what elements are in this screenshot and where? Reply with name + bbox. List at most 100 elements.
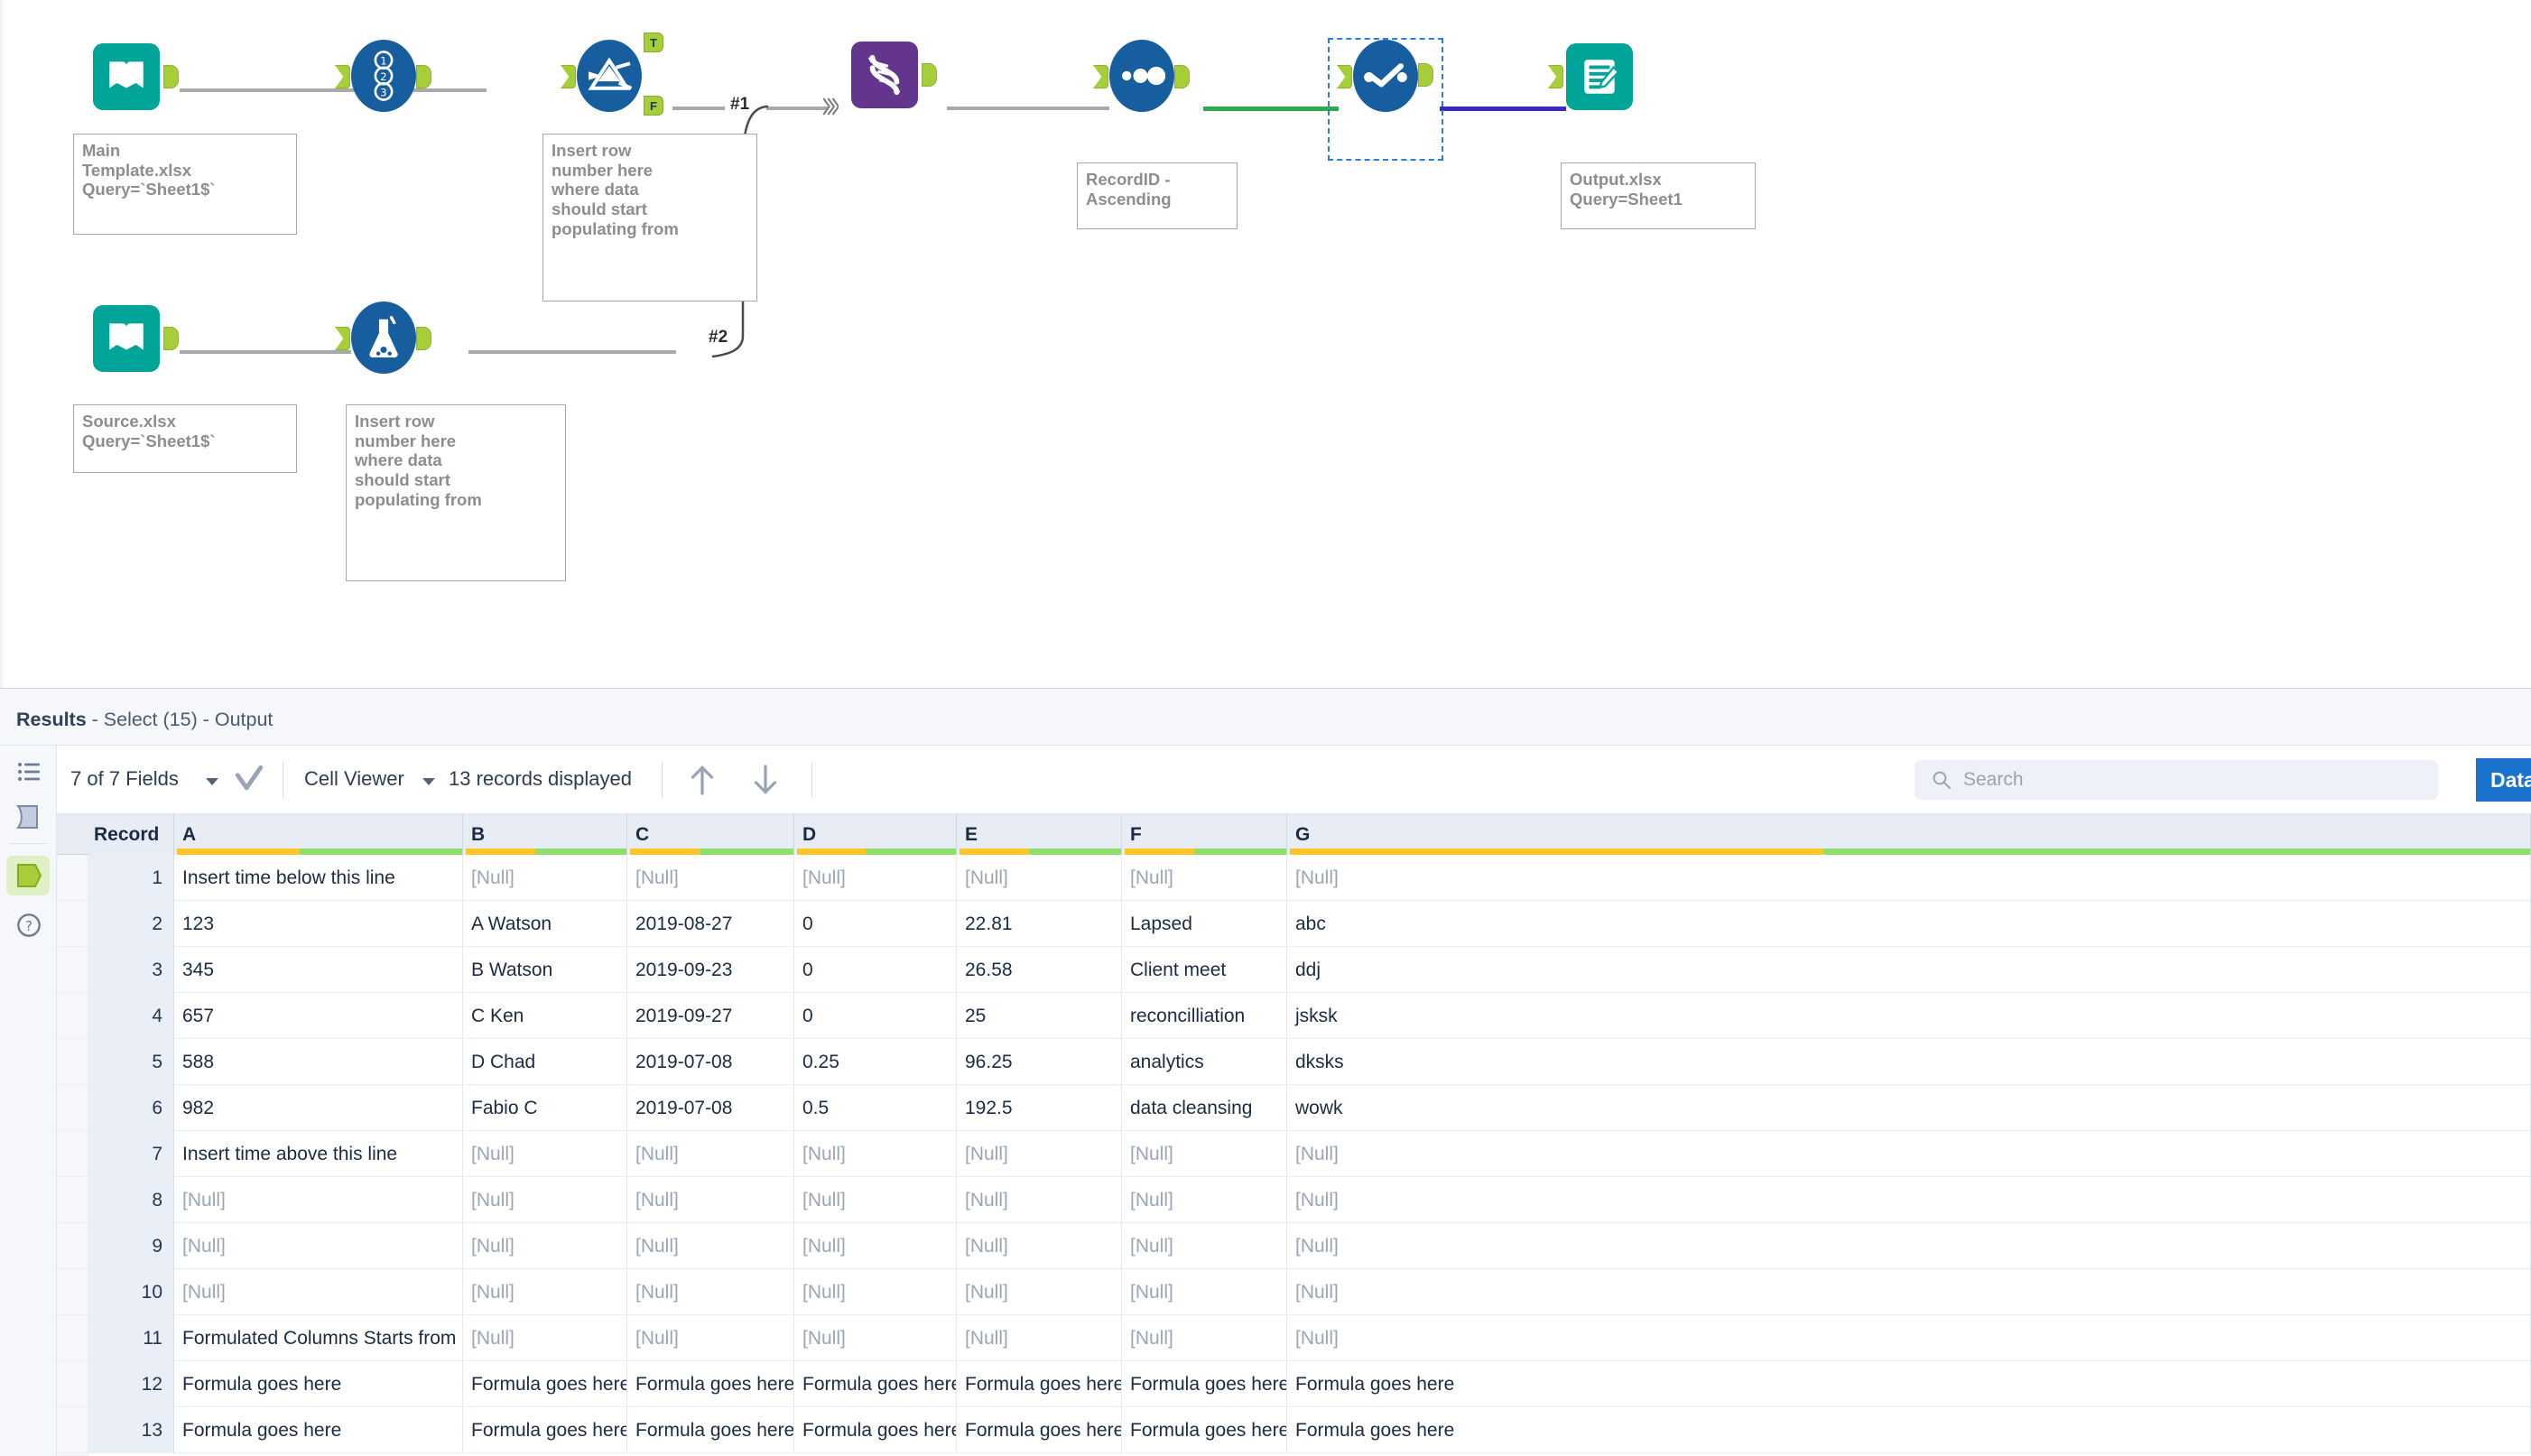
table-cell[interactable]: Formula goes here [957, 1361, 1122, 1407]
table-cell[interactable]: [Null] [463, 1177, 627, 1223]
tool-input-main-template[interactable] [93, 43, 160, 110]
tool-sort[interactable] [1109, 40, 1174, 112]
table-cell[interactable]: [Null] [1287, 1177, 2531, 1223]
table-cell[interactable]: jsksk [1287, 993, 2531, 1039]
table-cell[interactable]: [Null] [1122, 855, 1287, 901]
table-cell[interactable]: Formula goes here [1287, 1407, 2531, 1453]
table-cell[interactable]: Formula goes here [174, 1407, 463, 1453]
table-row[interactable]: 5588D Chad2019-07-080.2596.25analyticsdk… [57, 1039, 2531, 1085]
table-cell[interactable]: [Null] [957, 855, 1122, 901]
tool-record-id-top[interactable]: 1 2 3 [351, 40, 416, 112]
table-cell[interactable]: C Ken [463, 993, 627, 1039]
table-cell[interactable]: [Null] [1287, 1269, 2531, 1315]
table-cell[interactable]: 0.25 [794, 1039, 957, 1085]
table-cell[interactable]: A Watson [463, 901, 627, 947]
table-cell[interactable]: Insert time above this line [174, 1131, 463, 1177]
column-header-record[interactable]: Record [88, 814, 174, 855]
table-cell[interactable]: B Watson [463, 947, 627, 993]
table-cell[interactable]: Formula goes here [627, 1407, 794, 1453]
table-cell[interactable]: [Null] [463, 1131, 627, 1177]
input-anchor[interactable] [335, 65, 350, 88]
table-cell[interactable]: Formula goes here [794, 1361, 957, 1407]
input-anchor[interactable] [1093, 65, 1108, 88]
table-cell[interactable]: [Null] [1122, 1131, 1287, 1177]
table-cell[interactable]: 123 [174, 901, 463, 947]
table-cell[interactable]: [Null] [794, 1131, 957, 1177]
table-cell[interactable]: Client meet [1122, 947, 1287, 993]
output-anchor[interactable] [416, 327, 431, 350]
table-cell[interactable]: [Null] [463, 1269, 627, 1315]
list-icon[interactable] [13, 756, 45, 787]
workflow-canvas[interactable]: Main Template.xlsx Query=`Sheet1$` 1 2 3 [0, 0, 2531, 688]
table-cell[interactable]: 2019-07-08 [627, 1085, 794, 1131]
table-cell[interactable]: [Null] [1122, 1177, 1287, 1223]
table-cell[interactable]: [Null] [957, 1315, 1122, 1361]
search-input[interactable] [1961, 768, 2395, 792]
table-row[interactable]: 1Insert time below this line[Null][Null]… [57, 855, 2531, 901]
tool-output-xlsx[interactable] [1566, 43, 1633, 110]
tool-input-source[interactable] [93, 305, 160, 372]
table-cell[interactable]: [Null] [627, 1177, 794, 1223]
fields-count-label[interactable]: 7 of 7 Fields [70, 767, 179, 791]
table-cell[interactable]: [Null] [174, 1177, 463, 1223]
table-cell[interactable]: [Null] [174, 1269, 463, 1315]
table-cell[interactable]: [Null] [794, 1177, 957, 1223]
table-cell[interactable]: Fabio C [463, 1085, 627, 1131]
table-cell[interactable]: [Null] [463, 1315, 627, 1361]
table-cell[interactable]: wowk [1287, 1085, 2531, 1131]
table-row[interactable]: 6982Fabio C2019-07-080.5192.5data cleans… [57, 1085, 2531, 1131]
table-cell[interactable]: Formula goes here [1122, 1361, 1287, 1407]
table-cell[interactable]: [Null] [174, 1223, 463, 1269]
tab-data[interactable]: Data [2476, 758, 2531, 802]
table-cell[interactable]: 0.5 [794, 1085, 957, 1131]
table-cell[interactable]: reconcilliation [1122, 993, 1287, 1039]
table-cell[interactable]: [Null] [794, 1223, 957, 1269]
results-grid[interactable]: RecordABCDEFG 1Insert time below this li… [57, 814, 2531, 1456]
table-cell[interactable]: [Null] [957, 1223, 1122, 1269]
table-cell[interactable]: Formula goes here [627, 1361, 794, 1407]
table-cell[interactable]: [Null] [627, 1315, 794, 1361]
output-anchor[interactable] [1418, 63, 1433, 87]
table-cell[interactable]: [Null] [627, 1223, 794, 1269]
input-anchor[interactable] [561, 65, 576, 88]
table-cell[interactable]: [Null] [1287, 1315, 2531, 1361]
anchor-grey-icon[interactable] [13, 802, 45, 832]
table-cell[interactable]: [Null] [794, 1269, 957, 1315]
table-cell[interactable]: [Null] [463, 855, 627, 901]
table-cell[interactable]: 192.5 [957, 1085, 1122, 1131]
table-cell[interactable]: Formula goes here [463, 1361, 627, 1407]
table-cell[interactable]: 982 [174, 1085, 463, 1131]
table-cell[interactable]: [Null] [1287, 1131, 2531, 1177]
table-cell[interactable]: 657 [174, 993, 463, 1039]
table-row[interactable]: 8[Null][Null][Null][Null][Null][Null][Nu… [57, 1177, 2531, 1223]
table-cell[interactable]: 2019-08-27 [627, 901, 794, 947]
output-anchor[interactable] [1174, 65, 1190, 88]
anchor-green-icon[interactable] [13, 860, 45, 891]
table-cell[interactable]: 0 [794, 993, 957, 1039]
table-cell[interactable]: 0 [794, 947, 957, 993]
table-cell[interactable]: [Null] [794, 1315, 957, 1361]
table-cell[interactable]: 0 [794, 901, 957, 947]
table-cell[interactable]: [Null] [627, 855, 794, 901]
column-header-a[interactable]: A [174, 814, 463, 855]
column-header-d[interactable]: D [794, 814, 957, 855]
output-anchor[interactable] [922, 63, 937, 87]
column-header-g[interactable]: G [1287, 814, 2531, 855]
table-cell[interactable]: 22.81 [957, 901, 1122, 947]
table-cell[interactable]: abc [1287, 901, 2531, 947]
table-cell[interactable]: [Null] [1122, 1223, 1287, 1269]
table-cell[interactable]: [Null] [627, 1131, 794, 1177]
table-row[interactable]: 7Insert time above this line[Null][Null]… [57, 1131, 2531, 1177]
false-anchor-label[interactable]: F [644, 96, 663, 116]
table-cell[interactable]: 2019-07-08 [627, 1039, 794, 1085]
table-cell[interactable]: Formulated Columns Starts from here [174, 1315, 463, 1361]
table-cell[interactable]: ddj [1287, 947, 2531, 993]
table-row[interactable]: 10[Null][Null][Null][Null][Null][Null][N… [57, 1269, 2531, 1315]
table-cell[interactable]: Insert time below this line [174, 855, 463, 901]
table-cell[interactable]: [Null] [1287, 855, 2531, 901]
output-anchor[interactable] [163, 65, 179, 88]
table-cell[interactable]: [Null] [1287, 1223, 2531, 1269]
column-header-c[interactable]: C [627, 814, 794, 855]
table-cell[interactable]: 2019-09-23 [627, 947, 794, 993]
fields-dropdown-caret-icon[interactable] [206, 778, 218, 785]
